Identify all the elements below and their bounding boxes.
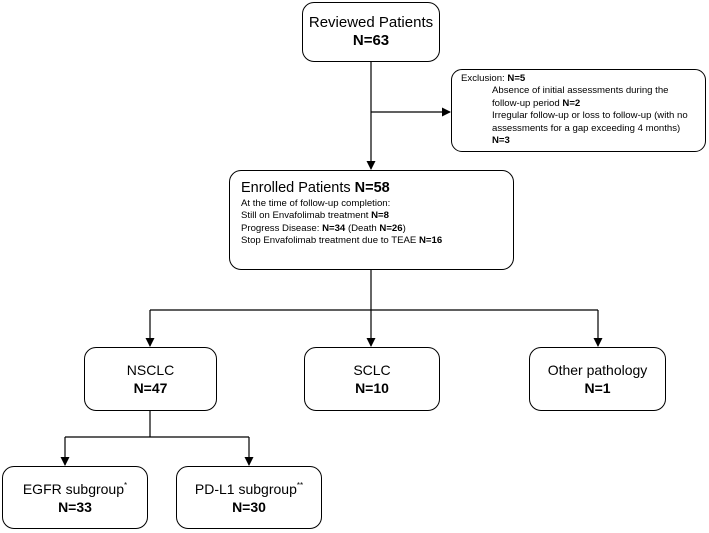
egfr-subgroup-title: EGFR subgroup* [23, 480, 127, 498]
other-pathology-box: Other pathology N=1 [529, 347, 666, 411]
enrolled-line-3-paren-close: ) [402, 222, 406, 234]
enrolled-line-3: Progress Disease: N=34 (Death N=26) [241, 223, 503, 235]
enrolled-line-4-count: N=16 [418, 234, 443, 246]
other-pathology-count: N=1 [584, 380, 611, 396]
exclusion-box: Exclusion: N=5 Absence of initial assess… [451, 69, 706, 152]
exclusion-reason-1: Absence of initial assessments during th… [461, 85, 697, 110]
pdl1-subgroup-label: PD-L1 subgroup [194, 480, 297, 497]
enrolled-label: Enrolled Patients [241, 180, 351, 196]
reviewed-patients-label: Reviewed Patients [308, 14, 434, 31]
enrolled-line-3-text: Progress Disease: [241, 222, 320, 234]
enrolled-title: Enrolled Patients N=58 [241, 179, 503, 197]
enrolled-line-2-count: N=8 [371, 210, 389, 222]
egfr-subgroup-count: N=33 [58, 498, 92, 515]
exclusion-reason-2-count: N=3 [492, 135, 510, 147]
pdl1-footnote-mark: ** [296, 480, 304, 490]
pdl1-subgroup-count: N=30 [232, 498, 266, 515]
reviewed-patients-count: N=63 [352, 32, 390, 49]
egfr-footnote-mark: * [124, 480, 128, 490]
exclusion-header: Exclusion: N=5 [461, 73, 697, 85]
enrolled-patients-box: Enrolled Patients N=58 At the time of fo… [229, 170, 514, 270]
sclc-label: SCLC [353, 362, 391, 378]
enrolled-line-1: At the time of follow-up completion: [241, 198, 391, 209]
exclusion-reason-2-text: Irregular follow-up or loss to follow-up… [492, 110, 688, 134]
reviewed-patients-box: Reviewed Patients N=63 [302, 2, 440, 62]
enrolled-line-3-count: N=34 [322, 222, 346, 234]
egfr-subgroup-label: EGFR subgroup [22, 480, 125, 497]
pdl1-subgroup-title: PD-L1 subgroup** [195, 480, 303, 498]
enrolled-line-2: Still on Envafolimab treatment N=8 [241, 210, 503, 222]
enrolled-line-4-text: Stop Envafolimab treatment due to TEAE [241, 234, 417, 246]
enrolled-count: N=58 [354, 180, 390, 196]
pdl1-subgroup-box: PD-L1 subgroup** N=30 [176, 466, 322, 529]
exclusion-count: N=5 [507, 73, 526, 84]
egfr-subgroup-box: EGFR subgroup* N=33 [2, 466, 148, 529]
exclusion-label: Exclusion: [461, 73, 505, 84]
enrolled-line-2-text: Still on Envafolimab treatment [241, 210, 369, 222]
sclc-box: SCLC N=10 [304, 347, 440, 411]
nsclc-count: N=47 [133, 380, 168, 396]
exclusion-reason-2: Irregular follow-up or loss to follow-up… [461, 110, 697, 147]
exclusion-reason-1-count: N=2 [562, 97, 581, 109]
nsclc-box: NSCLC N=47 [84, 347, 217, 411]
other-pathology-label: Other pathology [547, 362, 648, 378]
enrolled-death-count: N=26 [379, 222, 403, 234]
nsclc-label: NSCLC [126, 362, 175, 378]
sclc-count: N=10 [355, 380, 389, 396]
enrolled-line-3-paren-open: (Death [347, 222, 377, 234]
enrolled-line-4: Stop Envafolimab treatment due to TEAE N… [241, 235, 503, 247]
exclusion-reason-1-text: Absence of initial assessments during th… [492, 85, 669, 109]
